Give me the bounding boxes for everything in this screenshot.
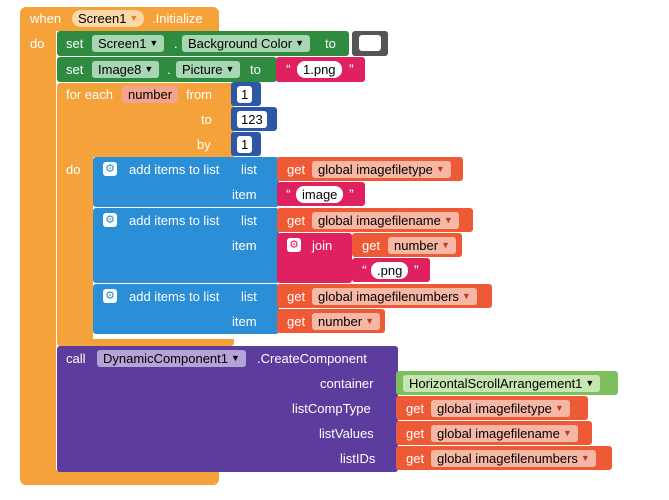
screen1-dropdown[interactable]: Screen1▼ [72, 10, 145, 27]
event-name-label: .Initialize [152, 11, 203, 26]
get-label: get [362, 238, 381, 253]
chevron-down-icon: ▼ [441, 240, 450, 250]
chevron-down-icon: ▼ [295, 38, 304, 48]
to-label: to [250, 62, 261, 77]
chevron-down-icon: ▼ [225, 64, 235, 74]
from-label: from [186, 87, 212, 102]
gear-icon[interactable]: ⚙ [287, 238, 301, 252]
get-label: get [287, 162, 306, 177]
event-block-footer [20, 470, 219, 484]
gear-icon[interactable]: ⚙ [103, 162, 117, 176]
listvalues-label: listValues [319, 426, 374, 441]
global-imagefilename-dropdown[interactable]: global imagefilename▼ [431, 425, 578, 442]
add-items-label: add items to list [129, 162, 220, 177]
to-value[interactable]: 123 [237, 111, 267, 128]
image-text[interactable]: image [296, 186, 344, 203]
dynamiccomponent1-dropdown[interactable]: DynamicComponent1▼ [97, 350, 246, 367]
white-color-swatch[interactable] [359, 35, 381, 51]
list-label: list [241, 213, 257, 228]
call-create-component-block[interactable] [57, 346, 398, 472]
container-label: container [320, 376, 374, 391]
chevron-down-icon: ▼ [435, 164, 445, 174]
picture-property-dropdown[interactable]: Picture▼ [176, 61, 241, 78]
open-quote-icon: “ [362, 262, 367, 278]
gear-icon[interactable]: ⚙ [103, 213, 117, 227]
open-quote-icon: “ [286, 186, 291, 202]
list-label: list [241, 289, 257, 304]
add-items-to-list-block-3[interactable] [93, 284, 279, 334]
chevron-down-icon: ▼ [461, 291, 471, 301]
number-variable-dropdown[interactable]: number▼ [388, 237, 456, 254]
global-imagefilenumbers-dropdown[interactable]: global imagefilenumbers▼ [312, 288, 477, 305]
open-quote-icon: “ [286, 61, 291, 77]
for-each-label: for each [66, 87, 113, 102]
by-label: by [197, 137, 211, 152]
chevron-down-icon: ▼ [144, 64, 154, 74]
chevron-down-icon: ▼ [443, 215, 453, 225]
close-quote-icon: ” [414, 262, 419, 278]
horizontalscrollarrangement1-dropdown[interactable]: HorizontalScrollArrangement1▼ [403, 375, 601, 392]
listcomptype-label: listCompType [292, 401, 371, 416]
gear-icon[interactable]: ⚙ [103, 289, 117, 303]
by-value[interactable]: 1 [237, 136, 253, 153]
close-quote-icon: ” [349, 61, 354, 77]
item-label: item [232, 238, 257, 253]
item-label: item [232, 187, 257, 202]
chevron-down-icon: ▼ [149, 38, 159, 48]
join-label: join [312, 238, 333, 253]
get-label: get [287, 289, 306, 304]
dot-label: . [167, 62, 171, 77]
background-color-property-dropdown[interactable]: Background Color▼ [182, 35, 310, 52]
add-items-label: add items to list [129, 213, 220, 228]
set-label: set [66, 62, 84, 77]
add-items-to-list-block-1[interactable] [93, 157, 279, 207]
global-imagefiletype-dropdown[interactable]: global imagefiletype▼ [431, 400, 570, 417]
to-label: to [201, 112, 212, 127]
item-label: item [232, 314, 257, 329]
chevron-down-icon: ▼ [365, 316, 374, 326]
chevron-down-icon: ▼ [585, 378, 595, 388]
set-label: set [66, 36, 84, 51]
method-label: .CreateComponent [257, 351, 367, 366]
do-label: do [30, 36, 45, 51]
screen1-component-dropdown[interactable]: Screen1▼ [92, 35, 165, 52]
number-variable-dropdown[interactable]: number▼ [312, 313, 380, 330]
get-label: get [287, 213, 306, 228]
global-imagefiletype-dropdown[interactable]: global imagefiletype▼ [312, 161, 451, 178]
global-imagefilename-dropdown[interactable]: global imagefilename▼ [312, 212, 459, 229]
close-quote-icon: ” [349, 186, 354, 202]
chevron-down-icon: ▼ [231, 353, 240, 363]
to-label: to [325, 36, 336, 51]
add-items-label: add items to list [129, 289, 220, 304]
listids-label: listIDs [340, 451, 376, 466]
picture-filename-text[interactable]: 1.png [297, 61, 342, 78]
get-label: get [406, 451, 425, 466]
png-extension-text[interactable]: .png [371, 262, 409, 279]
call-label: call [66, 351, 86, 366]
image8-component-dropdown[interactable]: Image8▼ [92, 61, 160, 78]
chevron-down-icon: ▼ [129, 13, 139, 23]
chevron-down-icon: ▼ [580, 453, 590, 463]
global-imagefilenumbers-dropdown[interactable]: global imagefilenumbers▼ [431, 450, 596, 467]
get-label: get [406, 401, 425, 416]
get-label: get [287, 314, 306, 329]
get-label: get [406, 426, 425, 441]
add-items-to-list-block-2[interactable] [93, 208, 279, 283]
dot-label: . [174, 36, 178, 51]
list-label: list [241, 162, 257, 177]
when-label: when [30, 11, 62, 26]
loop-do-label: do [66, 162, 81, 177]
from-value[interactable]: 1 [237, 86, 253, 103]
chevron-down-icon: ▼ [562, 428, 572, 438]
chevron-down-icon: ▼ [554, 403, 564, 413]
loop-variable-number[interactable]: number [122, 86, 179, 103]
